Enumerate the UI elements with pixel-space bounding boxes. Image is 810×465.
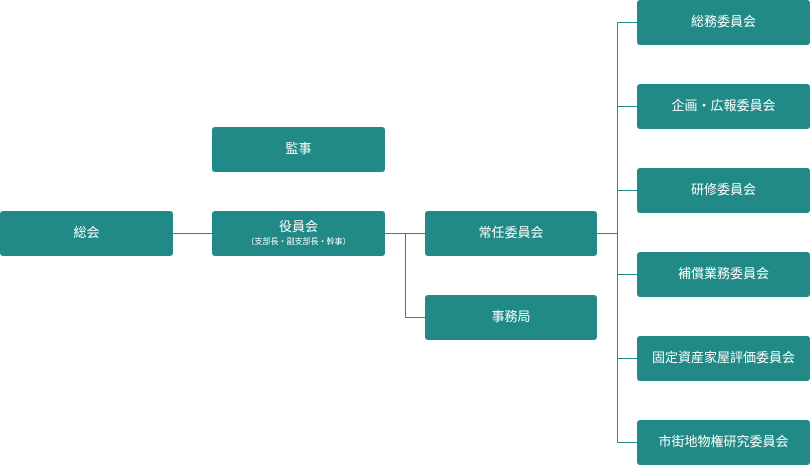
committee-box-planning-pr: 企画・広報委員会 [637,84,810,129]
auditor-label: 監事 [285,142,312,157]
standing-committee-label: 常任委員会 [478,226,544,241]
standing-committee-box: 常任委員会 [425,211,597,256]
committee-label: 補償業務委員会 [677,267,769,282]
secretariat-box: 事務局 [425,295,597,340]
committee-box-general-affairs: 総務委員会 [637,0,810,45]
officers-board-sublabel: （支部長・副支部長・幹事） [246,237,351,246]
committee-box-compensation: 補償業務委員会 [637,252,810,297]
committee-box-training: 研修委員会 [637,168,810,213]
committee-label: 企画・広報委員会 [671,99,776,114]
committee-box-urban-property-research: 市街地物権研究委員会 [637,420,810,465]
auditor-box: 監事 [212,127,385,172]
general-assembly-label: 総会 [73,226,100,241]
general-assembly-box: 総会 [0,211,173,256]
officers-board-box: 役員会 （支部長・副支部長・幹事） [212,211,385,256]
secretariat-label: 事務局 [491,310,531,325]
committee-box-fixed-asset-valuation: 固定資産家屋評価委員会 [637,336,810,381]
committee-label: 固定資産家屋評価委員会 [651,351,795,366]
committee-label: 研修委員会 [690,183,756,198]
officers-board-label: 役員会 [278,220,318,235]
committee-label: 市街地物権研究委員会 [658,435,789,450]
committee-label: 総務委員会 [690,15,756,30]
